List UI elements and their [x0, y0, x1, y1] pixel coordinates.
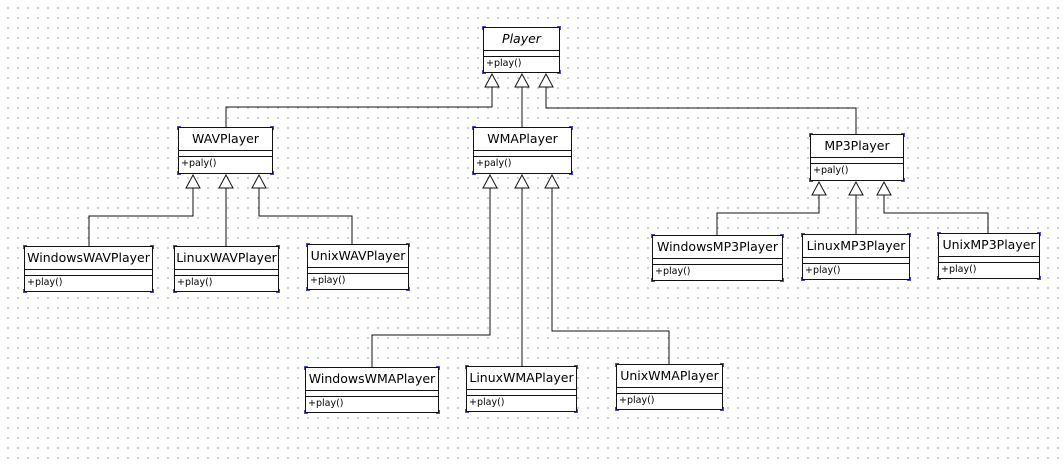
generalization-winmp3-to-mp3[interactable] — [716, 180, 827, 235]
generalization-line — [258, 188, 353, 244]
operation: +play() — [467, 395, 576, 409]
attributes-compartment — [306, 390, 438, 396]
generalization-linwav-to-wav[interactable] — [218, 173, 234, 246]
operation: +play() — [803, 263, 909, 277]
operation: +play() — [617, 393, 722, 407]
class-wav-player[interactable]: WAVPlayer +paly() — [177, 126, 274, 175]
operation: +paly() — [474, 156, 571, 170]
generalization-line — [88, 188, 194, 246]
operation: +paly() — [179, 156, 272, 170]
attributes-compartment — [617, 387, 722, 393]
class-name: WindowsWAVPlayer — [27, 250, 150, 265]
class-name: LinuxMP3Player — [806, 238, 906, 253]
class-name: WMAPlayer — [487, 131, 558, 146]
inheritance-arrowhead — [538, 72, 554, 88]
class-wma-player[interactable]: WMAPlayer +paly() — [472, 126, 573, 175]
generalization-linmp3-to-mp3[interactable] — [848, 180, 864, 234]
generalization-line — [225, 87, 493, 127]
generalization-line — [716, 195, 820, 235]
generalization-winwma-to-wma[interactable] — [371, 173, 498, 367]
inheritance-arrowhead — [251, 173, 267, 189]
class-linux-wav-player[interactable]: LinuxWAVPlayer +play() — [173, 245, 280, 293]
attributes-compartment — [467, 389, 576, 395]
generalization-linwma-to-wma[interactable] — [514, 173, 530, 366]
class-unix-wav-player[interactable]: UnixWAVPlayer +play() — [306, 243, 410, 291]
attributes-compartment — [308, 267, 408, 273]
generalization-unixwav-to-wav[interactable] — [251, 173, 353, 244]
class-name: WindowsWMAPlayer — [308, 371, 436, 386]
generalization-wav-to-player[interactable] — [225, 72, 500, 127]
attributes-compartment — [939, 256, 1039, 262]
class-name: Player — [502, 31, 541, 46]
generalization-unixwma-to-wma[interactable] — [544, 173, 670, 364]
class-mp3-player[interactable]: MP3Player +paly() — [809, 133, 905, 182]
operation: +play() — [308, 273, 408, 287]
generalization-wma-to-player[interactable] — [514, 72, 530, 127]
generalization-mp3-to-player[interactable] — [538, 72, 857, 134]
attributes-compartment — [175, 269, 278, 275]
class-name: LinuxWMAPlayer — [469, 370, 574, 385]
class-unix-mp3-player[interactable]: UnixMP3Player +play() — [937, 232, 1041, 280]
attributes-compartment — [811, 157, 903, 163]
operation: +play() — [306, 396, 438, 410]
generalization-unixmp3-to-mp3[interactable] — [876, 180, 989, 233]
attributes-compartment — [803, 257, 909, 263]
class-windows-mp3-player[interactable]: WindowsMP3Player +play() — [651, 234, 784, 282]
class-name: UnixMP3Player — [942, 237, 1036, 252]
class-unix-wma-player[interactable]: UnixWMAPlayer +play() — [615, 363, 724, 411]
operation: +play() — [653, 264, 782, 278]
class-player[interactable]: Player +play() — [482, 26, 561, 74]
class-name: UnixWMAPlayer — [620, 368, 719, 383]
class-name: UnixWAVPlayer — [310, 248, 406, 263]
attributes-compartment — [474, 150, 571, 156]
operation: +play() — [484, 56, 559, 70]
operation: +play() — [939, 262, 1039, 276]
attributes-compartment — [484, 50, 559, 56]
inheritance-arrowhead — [848, 180, 864, 196]
inheritance-arrowhead — [482, 173, 498, 189]
class-name: LinuxWAVPlayer — [176, 250, 277, 265]
generalization-line — [545, 87, 857, 134]
class-linux-mp3-player[interactable]: LinuxMP3Player +play() — [801, 233, 911, 281]
generalization-line — [551, 188, 670, 364]
class-name: WAVPlayer — [192, 131, 259, 146]
class-name: MP3Player — [824, 138, 890, 153]
inheritance-arrowhead — [514, 72, 530, 88]
inheritance-arrowhead — [514, 173, 530, 189]
class-windows-wma-player[interactable]: WindowsWMAPlayer +play() — [304, 366, 440, 414]
inheritance-arrowhead — [218, 173, 234, 189]
class-windows-wav-player[interactable]: WindowsWAVPlayer +play() — [23, 245, 154, 293]
generalization-line — [883, 195, 989, 233]
inheritance-arrowhead — [185, 173, 201, 189]
inheritance-arrowhead — [484, 72, 500, 88]
operation: +play() — [175, 275, 278, 289]
inheritance-arrowhead — [876, 180, 892, 196]
class-linux-wma-player[interactable]: LinuxWMAPlayer +play() — [465, 365, 578, 413]
generalization-line — [371, 188, 491, 367]
inheritance-arrowhead — [811, 180, 827, 196]
attributes-compartment — [653, 258, 782, 264]
attributes-compartment — [179, 150, 272, 156]
attributes-compartment — [25, 269, 152, 275]
generalization-winwav-to-wav[interactable] — [88, 173, 201, 246]
class-name: WindowsMP3Player — [657, 239, 778, 254]
inheritance-arrowhead — [544, 173, 560, 189]
operation: +paly() — [811, 163, 903, 177]
operation: +play() — [25, 275, 152, 289]
